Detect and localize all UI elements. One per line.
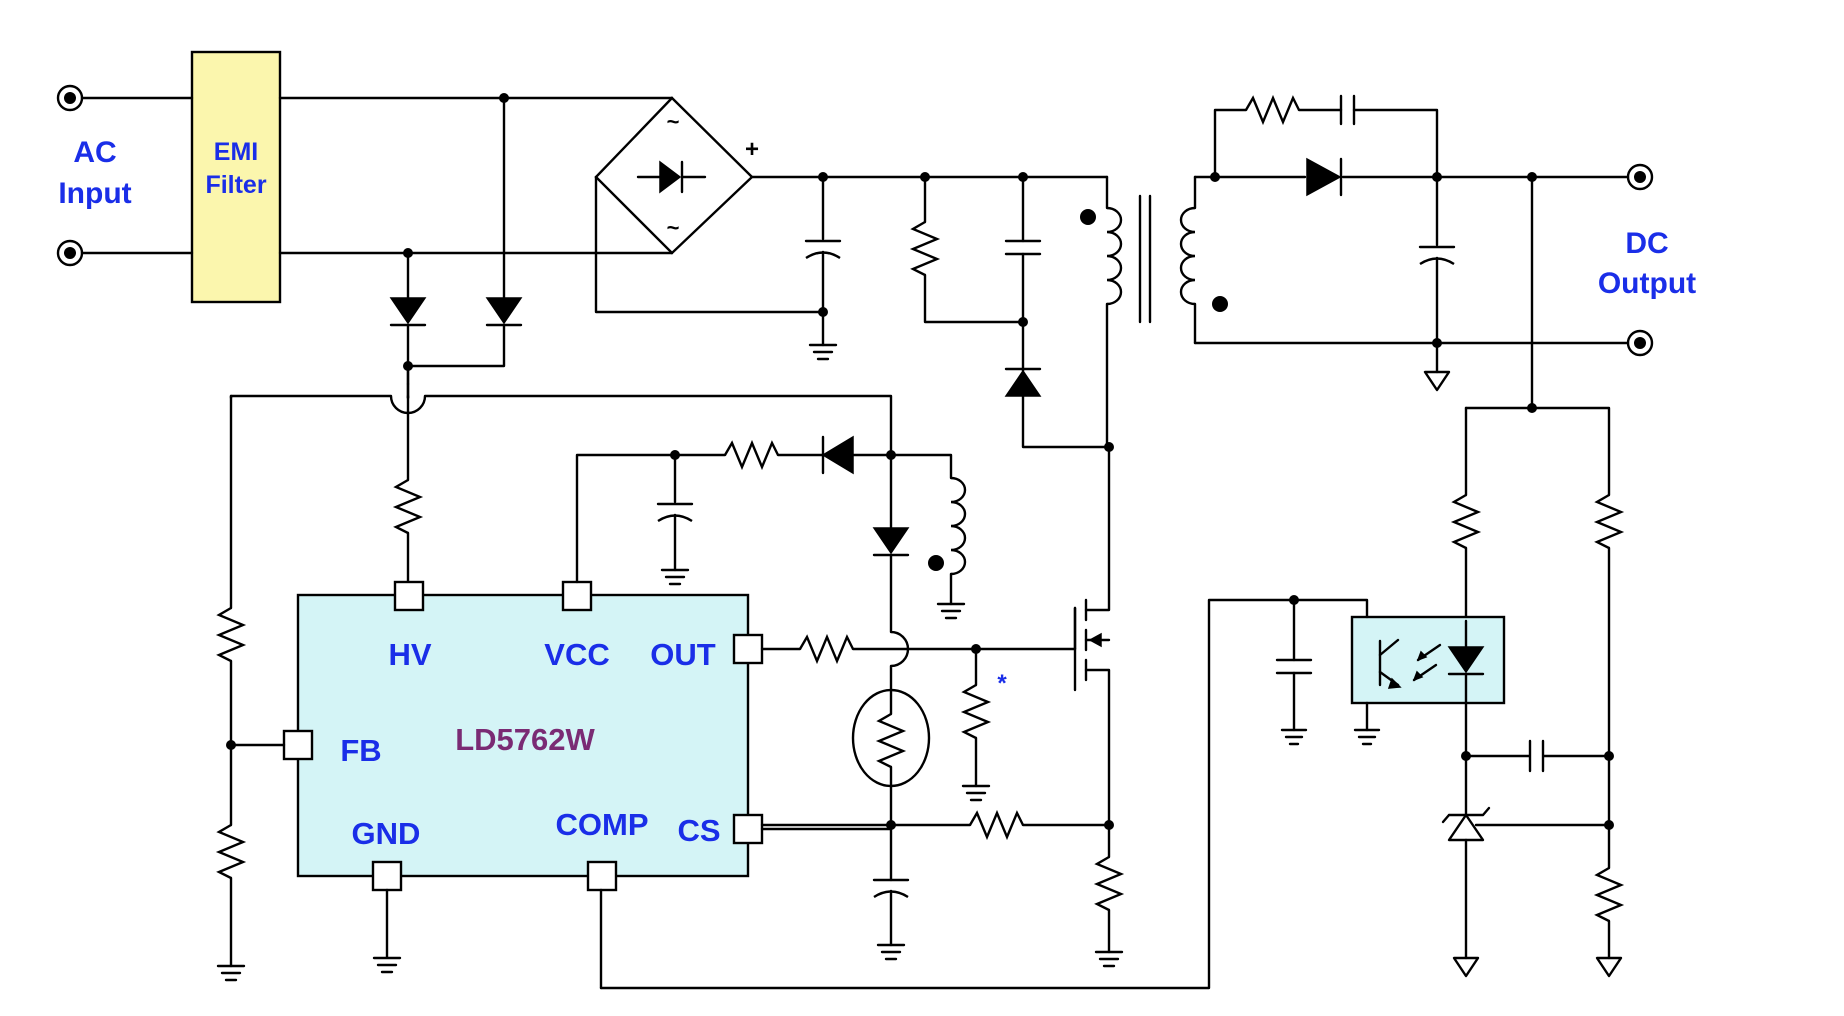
loop-compensation-capacitor [1464,739,1611,773]
bulk-capacitor [804,175,842,361]
power-mosfet [1073,445,1111,827]
pin-out-label: OUT [650,637,716,672]
dc-output-terminals [1626,163,1654,357]
pin-comp-label: COMP [556,807,649,842]
opto-transistor [1378,638,1442,689]
controller-chip [296,593,750,878]
shunt-regulator [1441,754,1611,978]
cs-filter-capacitor [872,823,910,961]
gate-resistor [798,633,855,665]
opto-led [1447,619,1485,758]
hv-diode-left [389,297,427,327]
snubber-diode [1004,367,1111,449]
vcc-resistor [723,439,780,471]
emi-label-2: Filter [205,171,266,199]
pin-gnd-label: GND [352,816,421,851]
dc-output-label-2: Output [1598,267,1696,300]
chip-part-number: LD5762W [455,722,595,757]
bridge-tilde-bottom: ~ [667,215,680,240]
gate-pulldown-resistor [960,647,992,802]
pin-fb-label: FB [340,733,381,768]
clamp-diode [872,453,910,692]
bridge-tilde-top: ~ [667,109,680,134]
divider-top-resistor [1593,493,1625,550]
opto-ground [1353,728,1381,746]
ac-input-terminals [56,84,84,267]
gate-resistor-asterisk: * [997,670,1007,697]
current-sense-resistor [1093,823,1125,968]
bridge-return-wire [594,175,825,314]
hv-diode-join [406,323,506,368]
led-bias-resistor [1450,493,1482,550]
chip-pins [282,580,764,892]
ac-input-label-1: AC [73,136,116,169]
vcc-capacitor [656,453,694,586]
divider-bottom-resistor [1593,866,1625,923]
hv-resistor [392,478,424,535]
output-rc-snubber [1213,94,1439,179]
emi-label-1: EMI [214,138,258,166]
fb-divider [215,606,286,982]
chip-ground [372,888,402,974]
vcc-supply-wire [575,453,677,584]
output-diode [1306,157,1343,197]
divider-ground [1595,956,1623,978]
pin-hv-label: HV [388,637,431,672]
ac-input-label-2: Input [58,177,131,210]
optocoupler [1350,615,1506,705]
snubber-resistor [909,175,1025,324]
comp-filter-capacitor [1275,598,1313,746]
cs-filter-resistor [968,809,1025,841]
dc-output-label-1: DC [1625,227,1668,260]
pin-vcc-label: VCC [544,637,609,672]
bridge-rectifier: ~ ~ [594,96,754,255]
ntc-thermistor [851,688,931,827]
bridge-plus-label: + [745,136,759,163]
transformer [1080,175,1228,449]
pin-cs-label: CS [677,813,720,848]
comp-feedback-wire [599,598,1369,990]
fb-sense-wire [229,394,893,459]
vcc-diode [821,435,854,475]
emi-filter-block [190,50,282,304]
aux-winding [928,476,967,620]
hv-diode-right [485,297,523,327]
input-wires [80,93,674,304]
snubber-capacitor [1004,175,1042,373]
output-capacitor [1418,175,1456,392]
